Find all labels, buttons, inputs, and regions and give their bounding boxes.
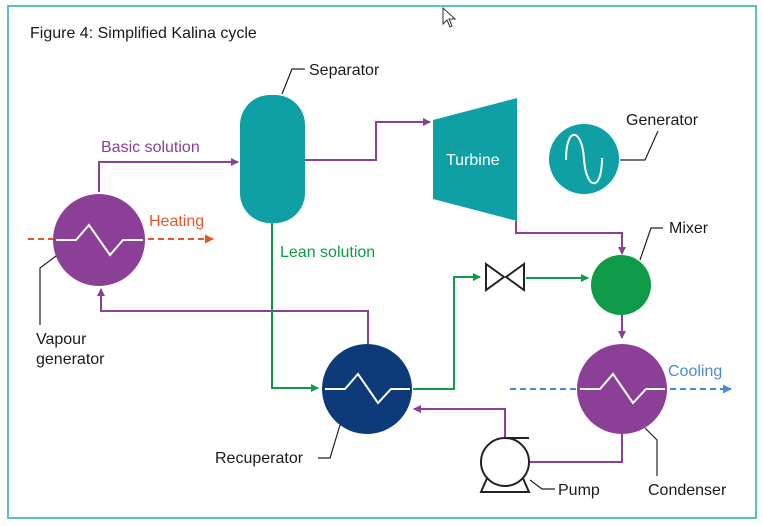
leader-condenser — [644, 427, 658, 476]
valve-icon — [485, 262, 525, 292]
condenser — [577, 344, 667, 434]
pump-label: Pump — [558, 482, 600, 499]
pump — [479, 437, 531, 493]
basic-solution-label: Basic solution — [101, 139, 200, 156]
vapour-generator-label-line2: generator — [36, 351, 105, 368]
recuperator — [322, 344, 412, 434]
pipe-lean-solution — [271, 223, 319, 392]
lean-solution-label: Lean solution — [280, 244, 375, 261]
vapour-generator-label-line1: Vapour — [36, 331, 87, 348]
mouse-pointer-icon — [442, 6, 457, 28]
leader-separator — [281, 68, 305, 95]
turbine — [433, 98, 517, 221]
leader-pump — [529, 479, 555, 490]
pipe-basic-solution — [98, 158, 239, 192]
pipe-pump-to-recuperator — [413, 405, 506, 440]
pipe-vapour-to-turbine — [305, 118, 431, 161]
condenser-label: Condenser — [648, 482, 727, 499]
separator-vessel — [240, 95, 305, 223]
heat-exchanger-coil-icon — [580, 372, 665, 405]
mixer-label: Mixer — [669, 220, 709, 237]
heat-exchanger-coil-icon — [56, 223, 143, 257]
generator-label: Generator — [626, 112, 699, 129]
heating-label: Heating — [149, 213, 204, 230]
vapour-generator — [53, 194, 145, 286]
turbine-label: Turbine — [446, 152, 500, 169]
pipe-recuperator-to-vapour-generator — [97, 288, 369, 346]
pipe-recuperator-to-valve — [413, 273, 481, 390]
leader-recuperator — [318, 424, 341, 459]
leader-mixer — [639, 227, 663, 261]
recuperator-label: Recuperator — [215, 450, 304, 467]
figure-title: Figure 4: Simplified Kalina cycle — [30, 25, 257, 42]
heat-exchanger-coil-icon — [325, 372, 410, 405]
pipe-condenser-to-pump — [529, 432, 623, 463]
leader-generator — [620, 130, 659, 161]
pipe-turbine-to-mixer — [515, 221, 626, 255]
generator — [549, 124, 619, 194]
sine-wave-icon — [565, 133, 603, 185]
separator-label: Separator — [309, 62, 380, 79]
leader-vapour-generator — [39, 255, 57, 325]
cooling-label: Cooling — [668, 363, 722, 380]
mixer — [591, 255, 651, 315]
